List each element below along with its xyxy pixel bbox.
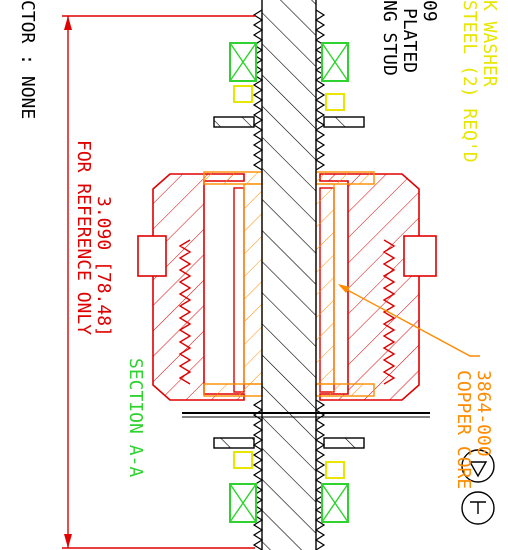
thread-left	[178, 239, 192, 385]
core-leader	[338, 284, 480, 357]
copper-core	[203, 171, 375, 397]
lock-washer-bottom-right	[325, 461, 345, 479]
section-label: SECTION A-A	[125, 358, 146, 477]
lock-washer-top-right	[325, 93, 345, 111]
flat-washers	[182, 116, 430, 449]
washer-top-left	[213, 116, 255, 128]
hex-body-outline	[152, 173, 245, 401]
stud-thread-left-bottom	[252, 399, 264, 550]
thread-right	[382, 239, 396, 385]
lock-washers	[233, 85, 345, 479]
washer-top-right	[323, 116, 365, 128]
core-flange-top-left	[203, 171, 263, 185]
stud-thread-left-top	[252, 9, 264, 171]
core-name: COPPER CORE	[453, 370, 474, 489]
annotations: K WASHER STEEL (2) REQ'D 09 PLATED NG ST…	[17, 0, 500, 489]
core-sleeve-left	[243, 183, 263, 385]
flag-marker	[461, 491, 495, 525]
washer-line1: K WASHER	[479, 0, 500, 87]
stud-body	[262, 0, 316, 550]
threaded-stud	[252, 0, 326, 550]
leader-arrow-icon	[338, 284, 350, 293]
hex-body-outline-right	[319, 173, 420, 401]
stud-thread-right-bottom	[314, 399, 326, 550]
dimension-value: 3.090 [78.48]	[93, 196, 114, 337]
view-direction-marker	[461, 449, 495, 483]
washer-bottom-right	[323, 437, 365, 449]
arrow-top-icon	[64, 16, 72, 30]
part-number-fragment: 09	[419, 0, 440, 22]
plated-text: PLATED	[399, 8, 420, 73]
dimension	[62, 15, 255, 549]
flag-symbol-icon	[470, 501, 486, 514]
leader-line	[339, 285, 480, 357]
lug-right	[403, 235, 437, 277]
core-flange-bottom-left	[203, 383, 263, 397]
arrow-bottom-icon	[64, 534, 72, 548]
play-triangle-icon	[468, 461, 488, 478]
connector-text: CTOR : NONE	[17, 0, 38, 119]
core-part-number: 3864-000	[473, 370, 494, 457]
lug-left	[137, 235, 167, 277]
washer-bottom-left	[213, 437, 255, 449]
core-sleeve-right	[315, 183, 335, 385]
stud-thread-right-top	[314, 9, 326, 171]
washer-line2: STEEL (2) REQ'D	[459, 0, 480, 163]
core-flange-bottom-right	[315, 383, 375, 397]
dimension-note: FOR REFERENCE ONLY	[73, 140, 94, 335]
section-markers	[461, 449, 495, 525]
lock-washer-top-left	[233, 85, 253, 103]
lock-washer-bottom-left	[233, 451, 253, 469]
core-flange-top-right	[315, 171, 375, 185]
bore-left	[233, 187, 245, 393]
nuts	[229, 42, 349, 523]
hex-body	[137, 173, 437, 401]
stud-text: NG STUD	[379, 0, 400, 76]
